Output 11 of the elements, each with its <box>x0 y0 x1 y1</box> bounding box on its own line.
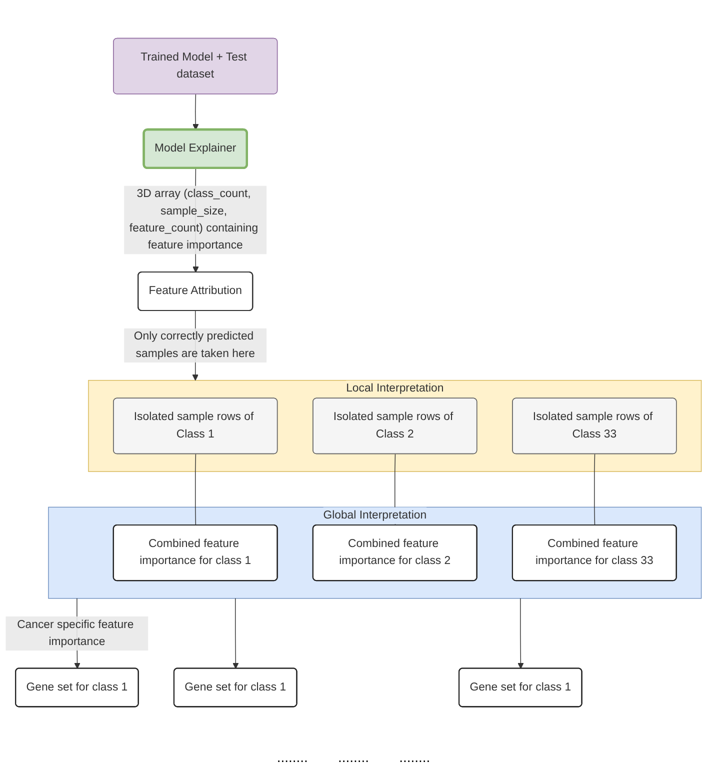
connector <box>195 454 196 526</box>
ellipsis-dots: ........ <box>338 749 370 765</box>
connector <box>594 454 596 526</box>
arrow <box>232 598 239 669</box>
arrow <box>518 598 524 669</box>
ellipsis-dots: ........ <box>276 749 308 765</box>
ellipsis-dots: ........ <box>399 749 430 765</box>
edge-label: Only correctly predicted samples are taken here <box>134 330 255 360</box>
arrow <box>192 94 199 130</box>
edge-label: 3D array (class_count, sample_size, feature_count) containing feature importance <box>129 188 258 252</box>
edge-label: Cancer specific feature importance <box>17 618 134 648</box>
